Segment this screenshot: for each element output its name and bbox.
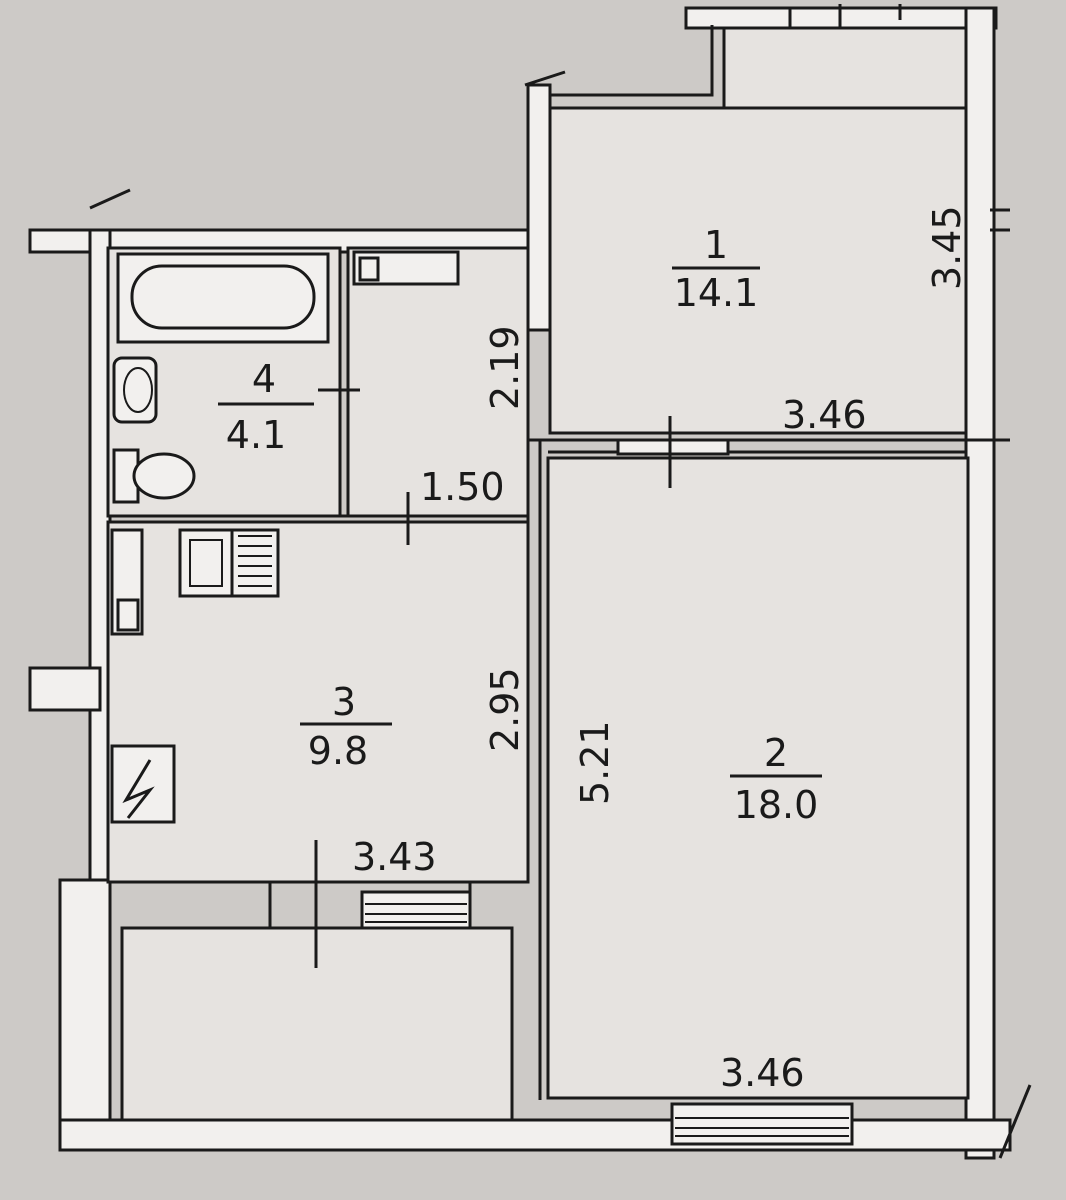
- room-3: [106, 520, 530, 884]
- toilet: [112, 448, 196, 504]
- svg-text:18.0: 18.0: [734, 783, 819, 827]
- svg-text:1: 1: [704, 223, 728, 267]
- sink: [112, 356, 158, 424]
- room-label-2: 2 18.0: [730, 731, 822, 827]
- electrical-panel-icon: [110, 744, 176, 824]
- corridor-shelf: [352, 250, 460, 286]
- room-label-3: 3 9.8: [300, 680, 392, 773]
- window-room-2: [670, 1102, 854, 1146]
- corridor: [346, 246, 530, 518]
- kitchen-counter: [110, 528, 144, 636]
- dim-room2-height: 5.21: [573, 720, 617, 805]
- window-balcony: [360, 890, 472, 930]
- dim-room1-width: 3.46: [782, 393, 867, 437]
- dim-room3-height: 2.95: [483, 667, 527, 752]
- kitchen-sink: [178, 528, 234, 598]
- stove: [230, 528, 280, 598]
- svg-text:2: 2: [764, 731, 788, 775]
- dim-room3-width: 3.43: [352, 835, 437, 879]
- svg-text:4.1: 4.1: [226, 413, 286, 457]
- svg-text:14.1: 14.1: [674, 271, 759, 315]
- room-label-1: 1 14.1: [672, 223, 760, 315]
- dim-room1-height: 3.45: [925, 205, 969, 290]
- room-2: [546, 456, 970, 1100]
- svg-text:3: 3: [332, 680, 356, 724]
- dim-room2-width: 3.46: [720, 1051, 805, 1095]
- dimension-ticks: [314, 208, 1010, 968]
- dim-corridor-height: 2.19: [483, 325, 527, 410]
- room-label-4: 4 4.1: [218, 357, 314, 457]
- bathtub: [116, 252, 330, 344]
- interior-walls: [108, 248, 1010, 1120]
- dim-corridor-width: 1.50: [420, 465, 505, 509]
- doorway-room-2: [616, 438, 730, 456]
- svg-text:9.8: 9.8: [308, 729, 368, 773]
- svg-text:4: 4: [252, 357, 276, 401]
